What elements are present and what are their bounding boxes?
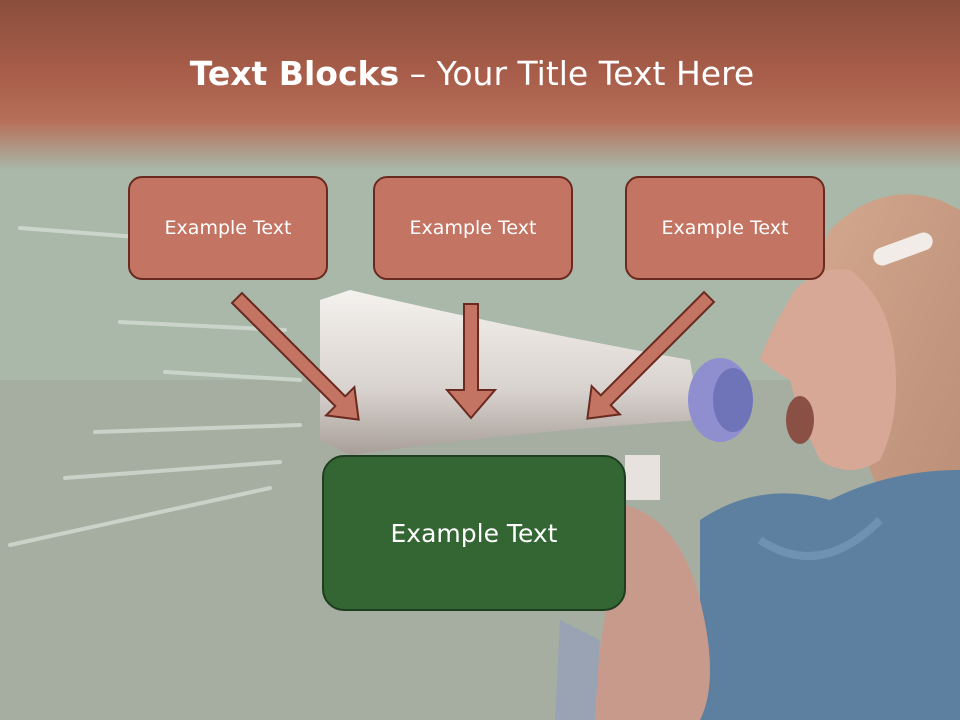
header-band bbox=[0, 0, 960, 170]
text-box-2[interactable]: Example Text bbox=[373, 176, 573, 280]
slide-title: Text Blocks – Your Title Text Here bbox=[0, 52, 944, 96]
arrow-down-icon bbox=[444, 303, 498, 420]
text-box-1[interactable]: Example Text bbox=[128, 176, 328, 280]
arrow-down-right-icon bbox=[230, 291, 360, 421]
text-box-3[interactable]: Example Text bbox=[625, 176, 825, 280]
title-bold: Text Blocks bbox=[189, 54, 400, 93]
title-rest: Your Title Text Here bbox=[436, 54, 755, 93]
text-box-3-label: Example Text bbox=[661, 217, 789, 239]
arrow-down-left-icon bbox=[586, 290, 716, 420]
main-text-box-label: Example Text bbox=[390, 518, 558, 548]
text-box-2-label: Example Text bbox=[409, 217, 537, 239]
title-dash: – bbox=[399, 54, 437, 93]
text-box-1-label: Example Text bbox=[164, 217, 292, 239]
main-text-box[interactable]: Example Text bbox=[322, 455, 626, 611]
